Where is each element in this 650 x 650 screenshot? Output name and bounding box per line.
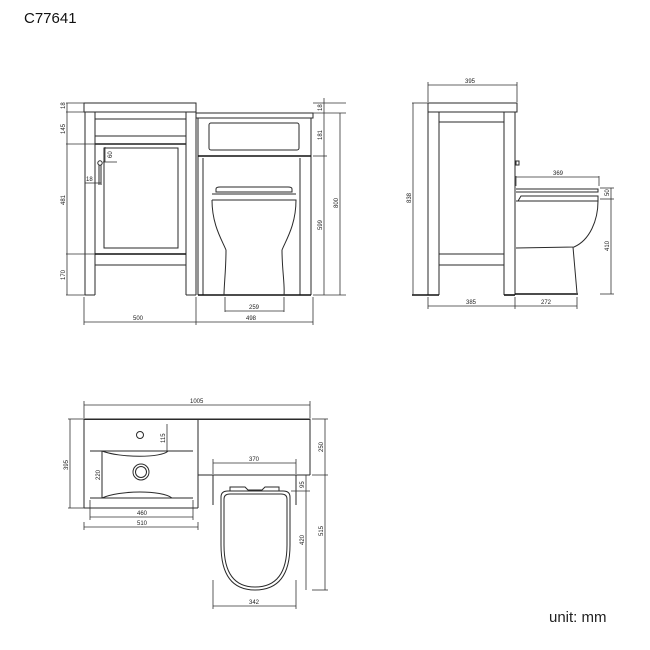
dim-bowl-width: 460 [137,511,148,517]
dim-pan-projection-plan: 515 [319,525,325,536]
toilet-seat-front [215,186,293,193]
access-panel [208,122,300,151]
front-view: 18 145 481 170 60 18 18 181 599 800 500 … [61,98,346,325]
dim-seat-thickness: 50 [605,189,611,196]
basin-bowl [90,491,193,499]
toilet-seat-plan [220,490,291,591]
door-handle [97,160,103,166]
side-top [427,102,518,113]
dim-total-height-side: 838 [407,192,413,203]
waste-outlet [132,463,150,481]
dim-pan-projection-side: 272 [541,300,552,306]
pan-side [515,200,599,249]
dim-hinge-offset: 95 [300,481,306,488]
plan-view: 1005 395 115 220 460 510 370 250 515 95 … [64,399,328,609]
dim-overall-width: 1005 [190,399,204,405]
dim-cistern-depth: 250 [319,441,325,452]
dim-basin-width: 510 [137,521,148,527]
dim-tap-hole-offset: 115 [161,433,167,443]
dim-top-depth: 395 [465,79,476,85]
dim-bowl-depth: 220 [96,469,102,480]
dim-seat-length-side: 369 [553,171,564,177]
cistern-hinge [229,486,280,491]
unit-label: unit: mm [549,609,607,626]
dim-seat-width: 342 [249,600,260,606]
dim-door-height: 481 [61,194,67,205]
dim-pan-height: 410 [605,240,611,251]
cabinet-door [94,143,187,255]
dim-handle-offset: 60 [108,151,114,158]
dim-toilet-unit-width: 498 [246,316,257,322]
tap-hole [136,431,144,439]
dim-basin-depth: 395 [64,459,70,470]
dim-recess-height: 599 [318,219,324,230]
dim-vanity-width: 500 [133,316,144,322]
dim-seat-length-plan: 420 [300,534,306,545]
flush-button [515,160,520,166]
dim-top-thickness-left: 18 [61,102,67,109]
dim-drawer-rail: 145 [61,123,67,134]
dim-total-height-front: 800 [334,197,340,208]
dim-cabinet-depth: 385 [466,300,477,306]
side-view: 395 838 385 272 369 50 410 [407,79,614,309]
toilet-pan-front [211,199,297,296]
vanity-top [83,102,197,113]
seat-side [516,188,599,193]
dim-plinth-height: 170 [61,269,67,280]
product-code: C77641 [24,10,77,27]
dim-panel-height: 181 [318,129,324,140]
dim-pan-base-width: 259 [249,305,260,311]
dim-top-thickness-right: 18 [318,104,324,111]
dim-handle-inset: 18 [86,177,93,183]
dim-toilet-unit-width-plan: 370 [249,457,260,463]
